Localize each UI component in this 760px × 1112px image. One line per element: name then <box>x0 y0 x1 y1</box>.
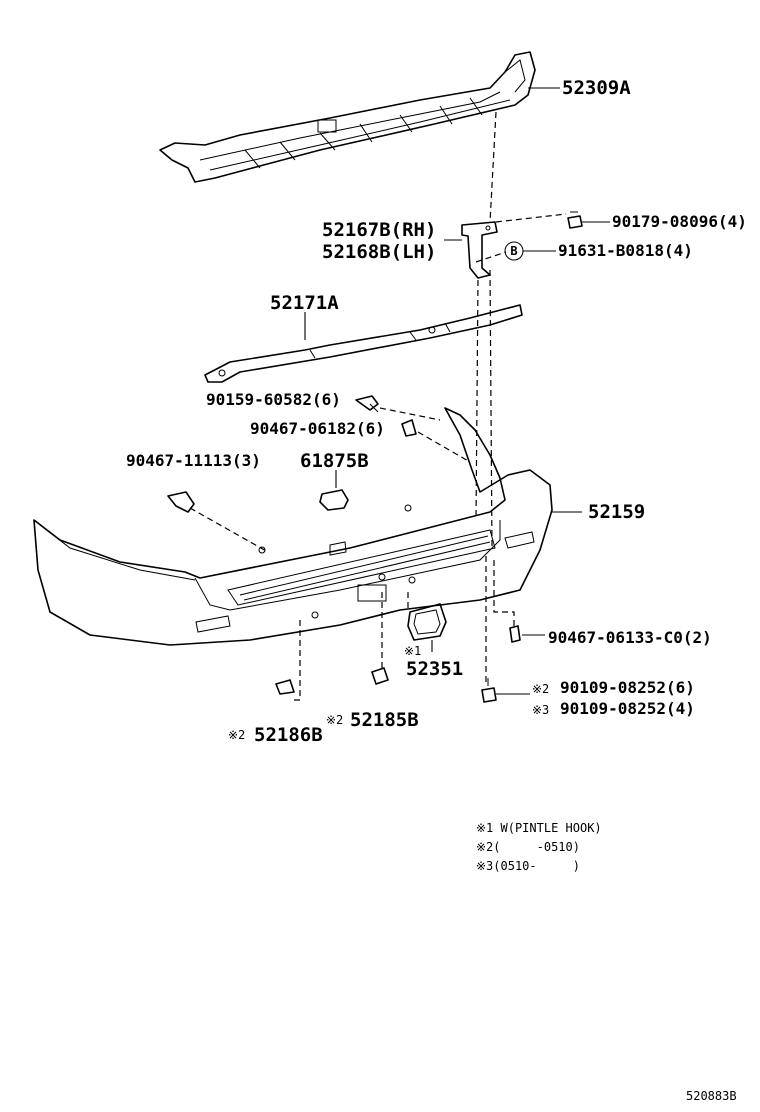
label-90159: 90159-60582(6) <box>206 390 341 409</box>
label-61875b: 61875B <box>300 450 369 472</box>
bolt-90109-part <box>481 678 497 703</box>
nut-90179-part <box>567 211 583 229</box>
label-90109-b: 90109-08252(4) <box>560 699 695 718</box>
label-52171a: 52171A <box>270 292 339 314</box>
bumper-cover-part <box>33 407 553 646</box>
label-52186b-mark: ※2 <box>228 728 245 742</box>
label-52185b: 52185B <box>350 709 419 731</box>
label-90467-06182: 90467-06182(6) <box>250 419 385 438</box>
label-90109-a: 90109-08252(6) <box>560 678 695 697</box>
retainer-52186b-part <box>275 679 295 695</box>
label-52168b-lh: 52168B(LH) <box>322 241 436 263</box>
label-bolt-mark-2: ※2 <box>532 682 549 696</box>
label-91631: 91631-B0818(4) <box>558 241 693 260</box>
figure-id: 520883B <box>686 1089 737 1103</box>
upper-cover-part <box>159 51 536 183</box>
clip-90467-06133-part <box>509 625 521 643</box>
screw-90159-part <box>355 395 379 413</box>
label-52167b-rh: 52167B(RH) <box>322 219 436 241</box>
bumper-bracket-part <box>461 221 498 279</box>
pintle-cover-part <box>407 603 447 641</box>
label-52351: 52351 <box>406 658 463 680</box>
label-52186b: 52186B <box>254 724 323 746</box>
alignment-lines <box>189 111 567 701</box>
clip-90467-11113-part <box>167 491 195 513</box>
reinforcement-part <box>204 304 523 383</box>
label-90179: 90179-08096(4) <box>612 212 747 231</box>
label-bolt-mark-3: ※3 <box>532 703 549 717</box>
clip-90467-06182-part <box>401 419 417 437</box>
label-90467-11113: 90467-11113(3) <box>126 451 261 470</box>
label-90467-06133: 90467-06133-C0(2) <box>548 628 712 647</box>
label-52309a: 52309A <box>562 77 631 99</box>
note-line-2: ※2( -0510) <box>476 840 580 854</box>
cap-61875b-part <box>319 489 349 511</box>
label-bolt-b: B <box>510 244 517 258</box>
retainer-52185b-part <box>371 667 389 685</box>
note-line-3: ※3(0510- ) <box>476 859 580 873</box>
note-line-1: ※1 W(PINTLE HOOK) <box>476 821 602 835</box>
label-52185b-mark: ※2 <box>326 713 343 727</box>
label-52159: 52159 <box>588 501 645 523</box>
label-note-ref-1: ※1 <box>404 644 421 658</box>
